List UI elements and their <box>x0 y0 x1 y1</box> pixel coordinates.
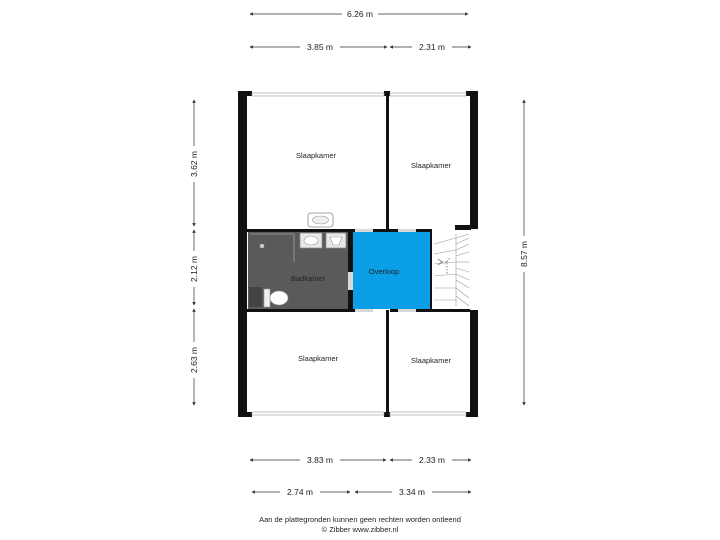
footer-disclaimer: Aan de plattegronden kunnen geen rechten… <box>259 515 461 524</box>
dim-top-left: 3.85 m <box>307 42 333 52</box>
room-label-bedroom-top-right: Slaapkamer <box>411 161 452 170</box>
doors <box>348 229 416 312</box>
dim-right-total: 8.57 m <box>519 241 529 267</box>
washbasin-icon <box>299 232 323 249</box>
toilet-icon <box>263 288 289 308</box>
room-label-bathroom: Badkamer <box>291 274 326 283</box>
dim-left-top: 3.62 m <box>189 151 199 177</box>
dimension-labels: 6.26 m 3.85 m 2.31 m 3.62 m 2.12 m 2.63 … <box>188 8 530 498</box>
dim-left-middle: 2.12 m <box>189 256 199 282</box>
dim-bottom-left: 3.83 m <box>307 455 333 465</box>
shower-icon <box>250 233 295 262</box>
footer-credit: © Zibber www.zibber.nl <box>321 525 399 534</box>
dim-lower-left: 2.74 m <box>287 487 313 497</box>
dim-bottom-right: 2.33 m <box>419 455 445 465</box>
dim-left-bottom: 2.63 m <box>189 347 199 373</box>
walls <box>238 91 478 417</box>
stair-direction-arrow-icon <box>437 256 451 275</box>
dim-lower-right: 3.34 m <box>399 487 425 497</box>
landing-floor <box>353 232 431 309</box>
room-label-landing: Overloop <box>369 267 399 276</box>
dim-top-right: 2.31 m <box>419 42 445 52</box>
staircase <box>432 232 470 309</box>
room-label-bedroom-bottom-left: Slaapkamer <box>298 354 339 363</box>
windows <box>251 92 467 416</box>
room-label-bedroom-bottom-right: Slaapkamer <box>411 356 452 365</box>
towel-radiator-icon <box>325 232 347 249</box>
sink-icon <box>307 212 334 228</box>
dim-total-width: 6.26 m <box>347 9 373 19</box>
room-label-bedroom-top-left: Slaapkamer <box>296 151 337 160</box>
bathroom-cabinet <box>249 287 262 307</box>
